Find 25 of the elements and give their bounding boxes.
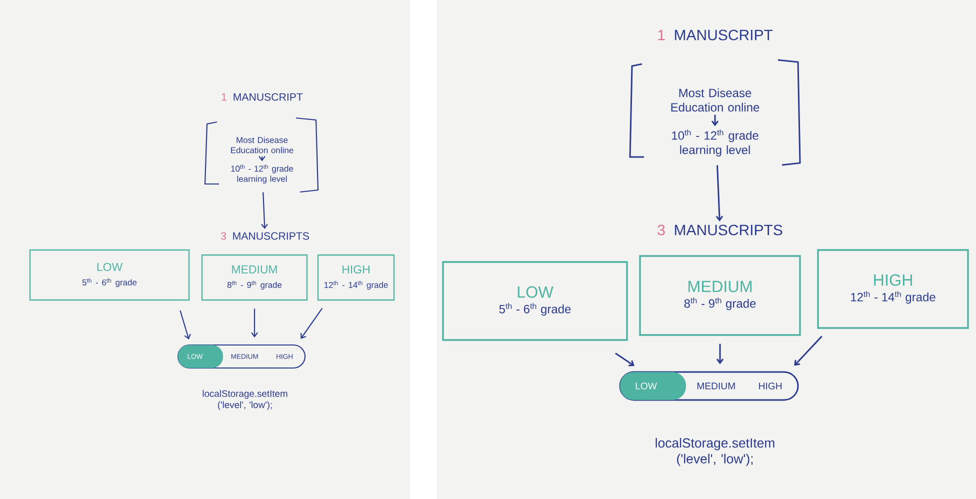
note-text: 10$^{th}$ - 12$^{th}$ grade learning level [231, 164, 294, 184]
level-box: MEDIUM 8$^{th}$ - 9$^{th}$ grade [639, 255, 801, 336]
level-box: HIGH 12$^{th}$ - 14$^{th}$ grade [817, 249, 969, 329]
note-text: Most Disease Education online [231, 136, 294, 154]
arrow [615, 352, 634, 366]
arrow [180, 310, 191, 340]
level-box: LOW 5$^{th}$ - 6$^{th}$ grade [442, 261, 628, 341]
arrow [258, 156, 266, 162]
arrow [251, 308, 258, 338]
heading-text: 3 MANUSCRIPTS [658, 224, 782, 236]
arrow [300, 308, 323, 339]
toggle-switch: LOW MEDIUM HIGH [619, 371, 799, 401]
code-text: localStorage.setItem ('level', 'low'); [202, 390, 288, 410]
arrow [716, 165, 724, 222]
level-box: LOW 5$^{th}$ - 6$^{th}$ grade [29, 249, 190, 301]
level-box: MEDIUM 8$^{th}$ - 9$^{th}$ grade [201, 254, 308, 301]
arrow [716, 344, 724, 364]
arrow [261, 192, 268, 230]
note-text: Most Disease Education online [671, 88, 760, 112]
arrow [711, 114, 719, 126]
arrow [794, 336, 822, 366]
level-box: HIGH 12$^{th}$ - 14$^{th}$ grade [317, 254, 395, 301]
heading-text: 3 MANUSCRIPTS [220, 232, 309, 240]
note-text: 10$^{th}$ - 12$^{th}$ grade learning level [672, 129, 758, 157]
code-text: localStorage.setItem ('level', 'low'); [656, 438, 774, 466]
